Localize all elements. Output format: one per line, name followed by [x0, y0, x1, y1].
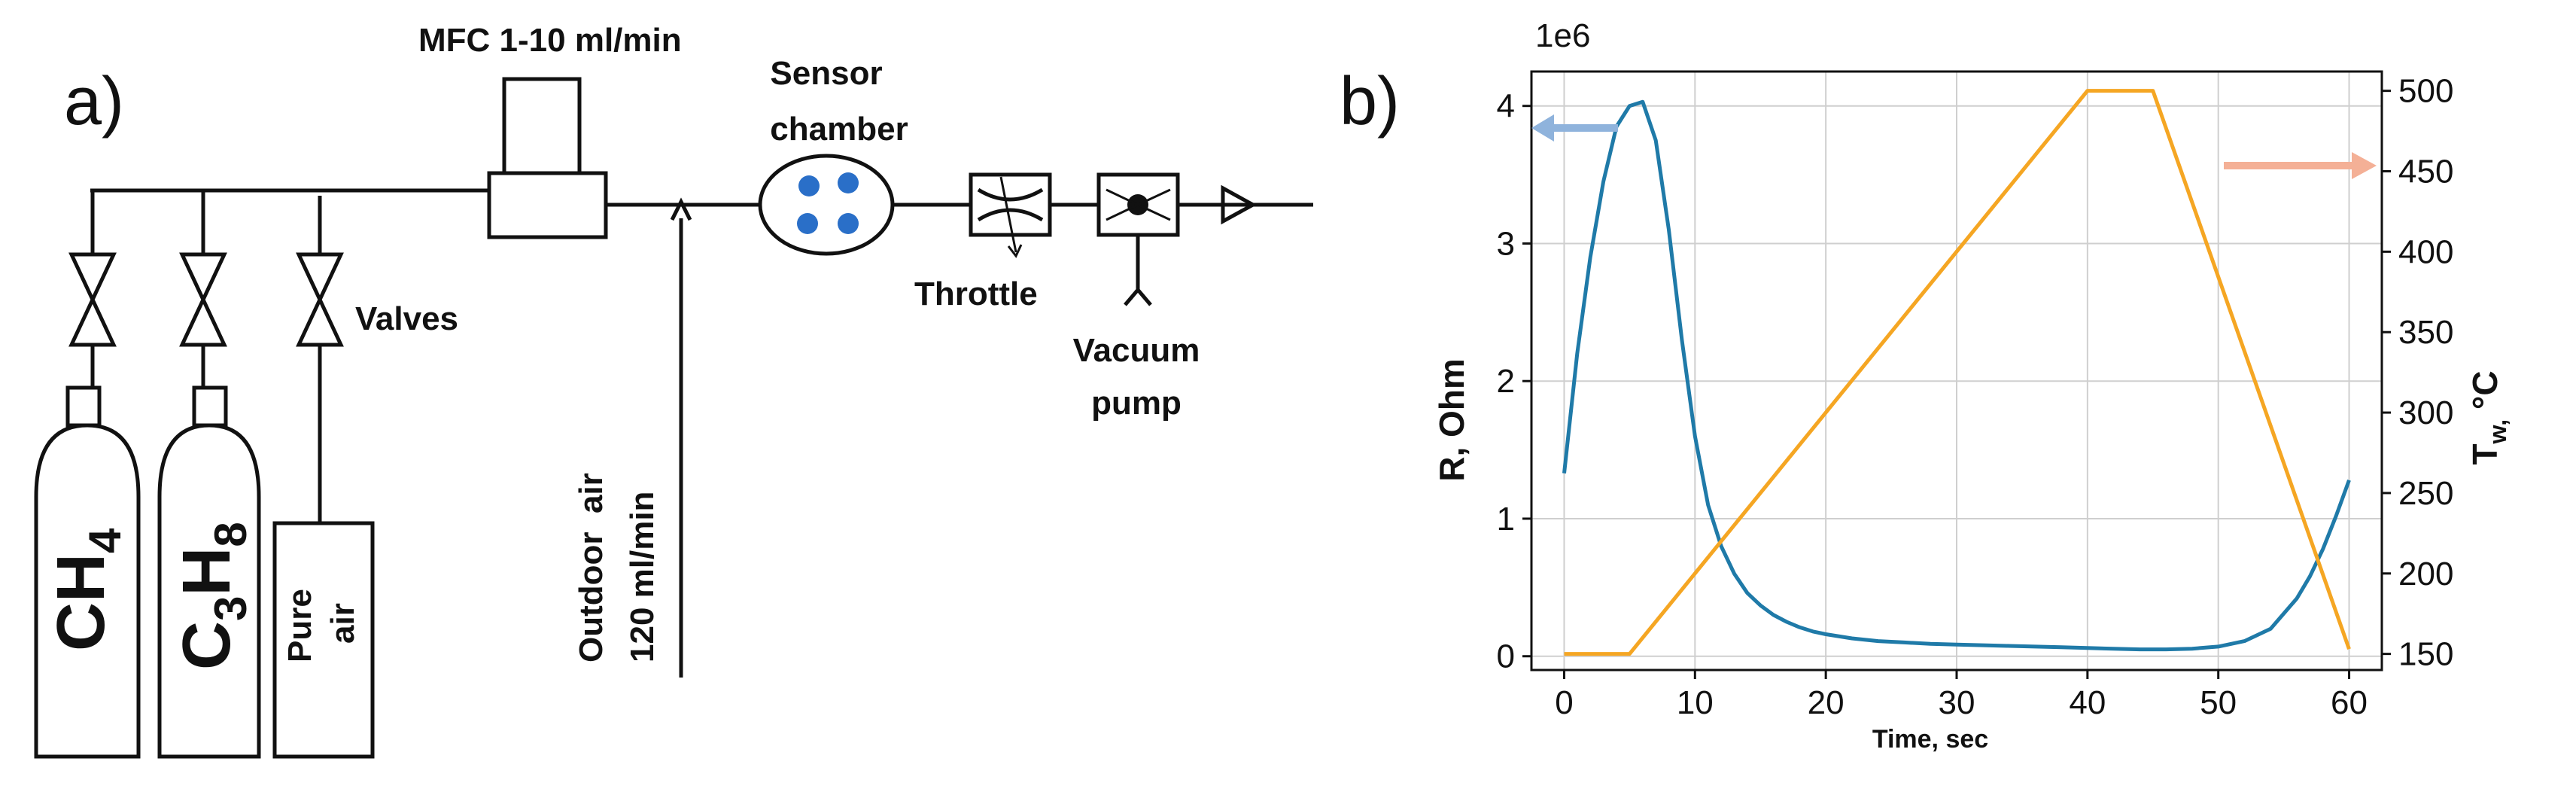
y-right-tick-label: 350 [2398, 314, 2453, 351]
c3h8-label: C3H8 [169, 522, 256, 670]
c3h8-sub2: 8 [205, 522, 256, 547]
x-axis-label: Time, sec [1872, 725, 1988, 754]
temperature-series-line [1564, 89, 2351, 656]
y-axis-right-label-text: Tw, °C [2465, 370, 2511, 464]
outdoor-air-label-line2: 120 ml/min [624, 492, 661, 662]
throttle-adjust-arrow-icon [1007, 244, 1023, 258]
x-tick-label: 20 [1808, 684, 1845, 721]
sensor-dot-2 [838, 172, 859, 193]
x-tick-label: 60 [2331, 684, 2368, 721]
ch4-main: CH [44, 553, 119, 651]
y-axis-right-label: Tw, °C [2465, 370, 2511, 464]
y-right-tick-label: 400 [2398, 233, 2453, 270]
pure-air-box [272, 521, 375, 759]
throttle-label: Throttle [914, 276, 1038, 312]
x-tick-label: 40 [2069, 684, 2106, 721]
ch4-sub: 4 [80, 528, 130, 553]
panel-a-label: a) [64, 64, 124, 139]
outdoor-air-arrow-icon [670, 197, 692, 221]
valves-label: Valves [355, 300, 458, 337]
y-right-main: T [2465, 443, 2505, 464]
valve-2-icon [179, 252, 227, 347]
throttle-icon [977, 187, 1044, 222]
mfc-label: MFC 1-10 ml/min [418, 22, 682, 59]
pump-label-line2: pump [1091, 385, 1182, 422]
x-tick-label: 50 [2200, 684, 2237, 721]
cylinder-neck-1 [65, 385, 102, 428]
pure-air-label-line2: air [324, 603, 361, 644]
cylinder-neck-2 [192, 385, 228, 428]
pump-icon [1106, 188, 1171, 221]
c3h8-cylinder [157, 423, 261, 759]
y-right-tick-label: 250 [2398, 475, 2453, 512]
y-right-tick-label: 500 [2398, 73, 2453, 110]
y-right-tick-label: 200 [2398, 556, 2453, 592]
y-right-sub: w, [2484, 419, 2511, 445]
sensor-chamber [758, 154, 895, 256]
pump-label-line1: Vacuum [1073, 332, 1200, 369]
c3h8-label-text: C3H8 [169, 522, 256, 670]
mfc-body-box [487, 171, 608, 239]
mfc-top-box [502, 77, 582, 175]
valve-1-icon [68, 252, 117, 347]
ch4-cylinder [34, 423, 141, 759]
axis-indicator-arrows [1531, 114, 2377, 179]
x-tick-label: 0 [1555, 684, 1573, 721]
y-left-tick-label: 3 [1497, 225, 1515, 262]
y-right-tick-label: 150 [2398, 636, 2453, 673]
ch4-label: CH4 [44, 528, 130, 651]
y-left-tick-label: 0 [1497, 638, 1515, 675]
c3h8-c: C [169, 621, 245, 670]
c3h8-h: H [169, 547, 245, 596]
panel-b-label: b) [1340, 64, 1400, 139]
y-right-tick-label: 300 [2398, 394, 2453, 431]
panel-a-setup-diagram: a) [34, 22, 1313, 759]
sensor-dot-1 [798, 175, 820, 196]
resistance-series-line [1562, 99, 2351, 652]
chart-grid [1531, 72, 2382, 670]
right-axis-arrow-icon [2352, 152, 2377, 179]
throttle-adjust-line [999, 176, 1017, 253]
x-tick-label: 30 [1939, 684, 1975, 721]
y-left-tick-label: 1 [1497, 501, 1515, 538]
sensor-label-line2: chamber [770, 111, 908, 148]
y-right-unit: °C [2465, 370, 2505, 419]
valve-3-icon [296, 252, 344, 347]
y-axis-left-label: R, Ohm [1432, 358, 1471, 482]
sensor-dot-4 [838, 213, 859, 234]
pure-air-label-line1: Pure [281, 589, 318, 662]
chart-ticks: 0 10 20 30 40 50 60 0 1 2 3 4 150 200 250 300 350 400 450 5… [1497, 73, 2454, 721]
y-right-tick-label: 450 [2398, 154, 2453, 190]
y-left-tick-label: 2 [1497, 363, 1515, 400]
panel-b-chart: b) 0 10 20 30 40 50 60 0 1 2 3 4 150 200 250 300 350 400 4… [1340, 17, 2511, 754]
chart-series [1562, 89, 2351, 656]
outdoor-air-label-line1: Outdoor air [573, 473, 610, 662]
y-left-tick-label: 4 [1497, 88, 1515, 125]
exhaust-arrow-icon [1221, 184, 1258, 225]
x-tick-label: 10 [1677, 684, 1714, 721]
left-axis-scale-label: 1e6 [1535, 17, 1590, 54]
sensor-label-line1: Sensor [770, 55, 882, 92]
left-axis-arrow-icon [1531, 114, 1554, 142]
ch4-label-text: CH4 [44, 528, 130, 651]
sensor-dot-3 [797, 213, 818, 234]
pump-exhaust-icon [1124, 287, 1152, 306]
c3h8-sub1: 3 [205, 596, 256, 621]
